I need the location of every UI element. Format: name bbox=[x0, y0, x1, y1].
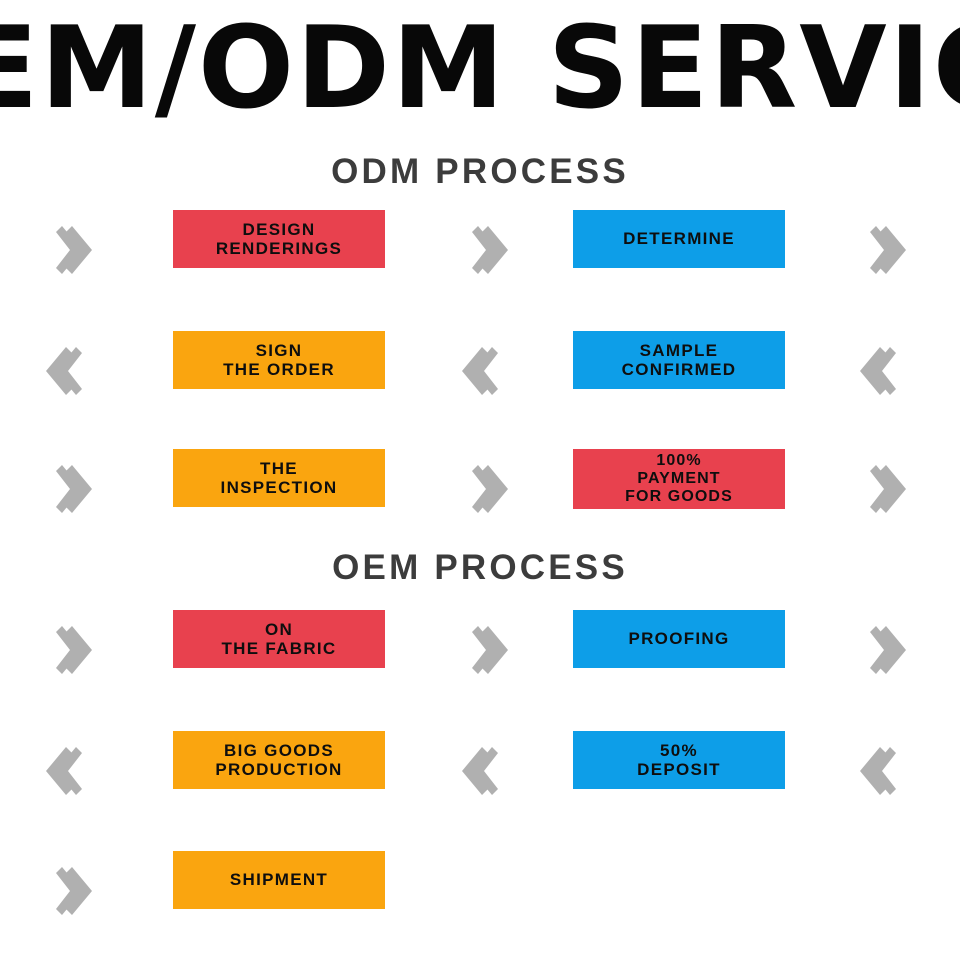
process-box-label: 50%DEPOSIT bbox=[577, 741, 781, 779]
chevron-right-icon bbox=[462, 610, 508, 690]
chevron-right-icon bbox=[46, 610, 92, 690]
process-box-label-line: 100% bbox=[656, 452, 702, 469]
process-box-label-line: SAMPLE bbox=[639, 340, 719, 360]
process-box-label-line: PROOFING bbox=[628, 629, 730, 649]
process-box-label-line: PRODUCTION bbox=[215, 760, 343, 779]
process-box-label-line: RENDERINGS bbox=[215, 239, 343, 258]
process-box-label-line: BIG GOODS bbox=[224, 740, 334, 760]
process-box-label: PROOFING bbox=[577, 629, 781, 648]
process-box-label-line: DESIGN bbox=[242, 219, 316, 239]
chevron-right-icon bbox=[46, 449, 92, 529]
process-box-label-line: DEPOSIT bbox=[637, 760, 721, 779]
process-box-label-line: PAYMENT bbox=[637, 469, 721, 487]
banner: OEM/ODM SERVICE bbox=[0, 0, 960, 148]
chevron-right-icon bbox=[46, 210, 92, 290]
process-box-deposit[interactable]: 50%DEPOSIT bbox=[573, 731, 785, 789]
process-box-label-line: FOR GOODS bbox=[625, 487, 733, 505]
chevron-right-icon bbox=[46, 851, 92, 931]
process-box-label-line: THE bbox=[260, 458, 298, 478]
process-box-proofing[interactable]: PROOFING bbox=[573, 610, 785, 668]
chevron-right-icon bbox=[860, 210, 906, 290]
process-box-label-line: THE FABRIC bbox=[221, 639, 337, 658]
section-heading-odm: ODM PROCESS bbox=[331, 152, 629, 191]
chevron-left-icon bbox=[462, 331, 508, 411]
process-box-label-line: THE ORDER bbox=[223, 360, 335, 379]
process-box-label-line: 50% bbox=[660, 740, 698, 760]
chevron-left-icon bbox=[860, 731, 906, 811]
process-box-label: SHIPMENT bbox=[177, 870, 381, 889]
chevron-left-icon bbox=[860, 331, 906, 411]
process-box-label-line: ON bbox=[264, 619, 294, 639]
process-box-determine[interactable]: DETERMINE bbox=[573, 210, 785, 268]
chevron-right-icon bbox=[860, 449, 906, 529]
chevron-left-icon bbox=[46, 331, 92, 411]
chevron-right-icon bbox=[462, 449, 508, 529]
page-title: OEM/ODM SERVICE bbox=[0, 2, 960, 134]
process-box-label-line: SIGN bbox=[255, 340, 303, 360]
chevron-right-icon bbox=[462, 210, 508, 290]
chevron-left-icon bbox=[462, 731, 508, 811]
process-box-label: DETERMINE bbox=[577, 229, 781, 248]
process-box-label-line: CONFIRMED bbox=[621, 360, 737, 379]
process-box-shipment[interactable]: SHIPMENT bbox=[173, 851, 385, 909]
process-box-label-line: DETERMINE bbox=[623, 229, 735, 249]
process-row: SHIPMENT bbox=[0, 851, 960, 931]
chevron-left-icon bbox=[46, 731, 92, 811]
process-box-label-line: SHIPMENT bbox=[229, 870, 329, 890]
chevron-right-icon bbox=[860, 610, 906, 690]
section-heading-oem: OEM PROCESS bbox=[332, 548, 628, 587]
process-box-label-line: INSPECTION bbox=[220, 478, 338, 497]
